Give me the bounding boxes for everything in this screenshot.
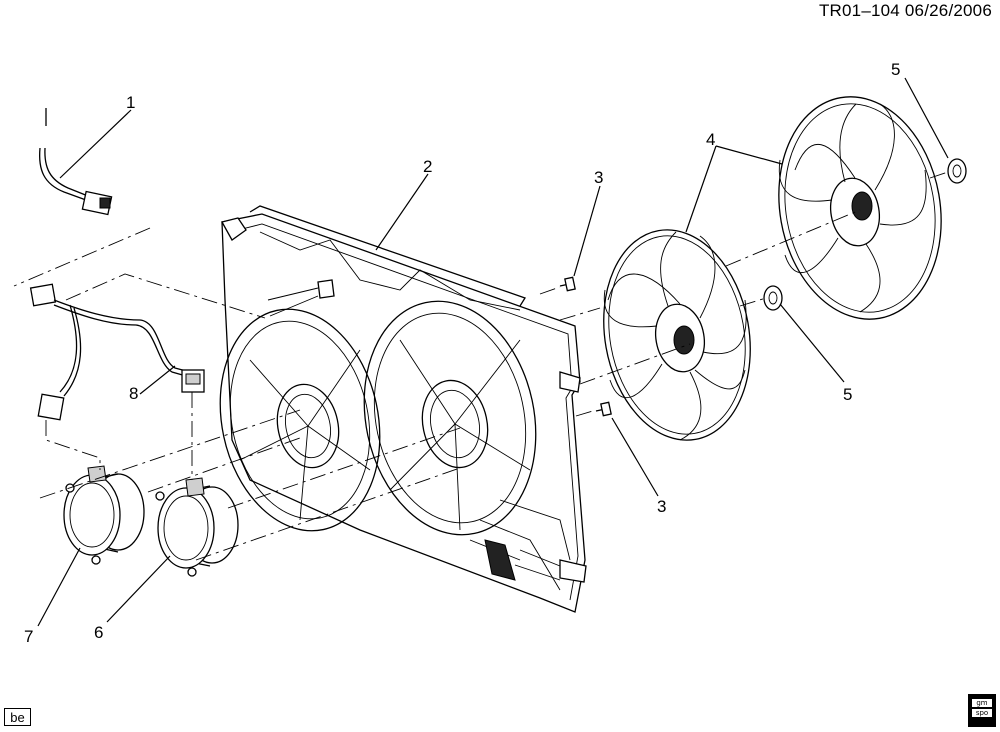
callout-5-upper: 5 [891,60,901,79]
fan-retainer-upper [947,158,967,184]
wiring-harness-lower [29,283,205,421]
wiring-harness-upper [38,108,113,216]
drawing-date: 06/26/2006 [904,1,992,20]
bolt-upper [559,276,576,292]
callout-7: 7 [24,627,34,646]
drawing-id-header: TR01–104 06/26/2006 [819,1,992,21]
bolt-lower [595,401,612,417]
gm-spo-logo: gm spo [968,694,996,727]
fan-blade-front [603,229,751,441]
callout-6: 6 [94,623,104,642]
callout-5-lower: 5 [843,385,853,404]
fan-shroud [219,205,587,613]
drawing-number: TR01–104 [818,1,900,20]
fan-motor-left [63,465,145,565]
callout-3-lower: 3 [657,497,667,516]
alignment-lines [13,171,949,561]
callout-4: 4 [706,130,716,149]
callout-3-upper: 3 [594,168,604,187]
fan-retainer-lower [763,285,783,311]
callout-8: 8 [129,384,139,403]
fan-motor-right [155,477,239,577]
callout-2: 2 [423,157,433,176]
gm-logo-line2: spo [972,709,992,717]
be-badge: be [4,708,31,726]
fan-blade-rear [778,96,942,320]
leader-lines [37,77,949,627]
callout-1: 1 [126,93,136,112]
gm-logo-line1: gm [972,699,992,707]
